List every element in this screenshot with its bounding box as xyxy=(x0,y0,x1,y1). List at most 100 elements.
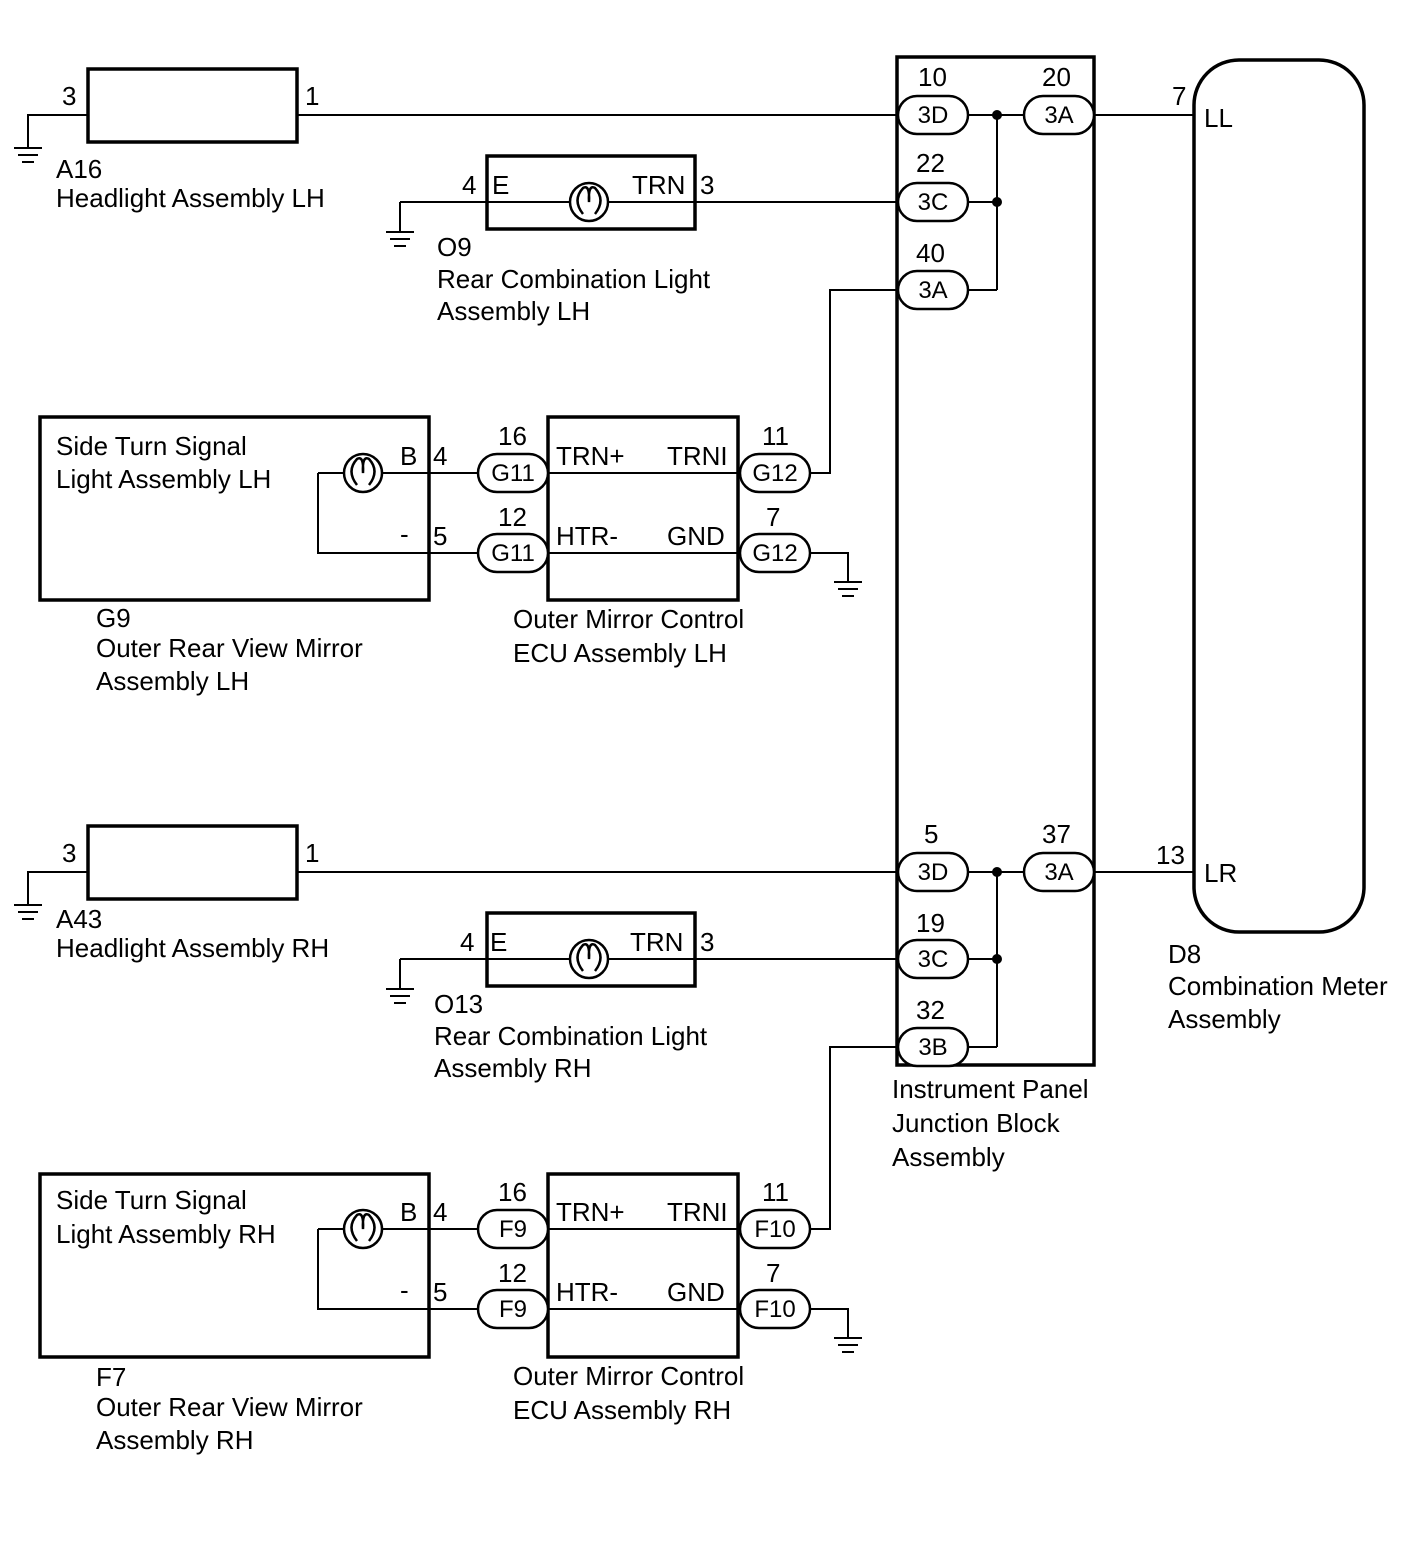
ground-symbols xyxy=(14,147,862,1353)
mirror-rh-box xyxy=(38,1172,431,1359)
junction-dot xyxy=(992,197,1002,207)
connector-pill xyxy=(476,532,550,574)
component-id: A43 xyxy=(56,904,102,934)
terminal-label: HTR- xyxy=(556,521,618,551)
pin-number: 20 xyxy=(1042,62,1071,92)
terminal-label: - xyxy=(400,519,409,549)
connector-pill xyxy=(738,532,812,574)
ground-icon xyxy=(386,231,414,247)
junction-dot xyxy=(992,954,1002,964)
pin-number: 1 xyxy=(305,81,319,111)
bulb-icon xyxy=(342,1208,384,1250)
pin-number: 4 xyxy=(462,170,476,200)
terminal-label: HTR- xyxy=(556,1277,618,1307)
terminal-label: B xyxy=(400,1197,417,1227)
connector-pill xyxy=(1022,851,1096,893)
connector-code: 3A xyxy=(1044,859,1073,886)
ground-icon xyxy=(834,581,862,597)
pin-number: 3 xyxy=(62,81,76,111)
component-id: G9 xyxy=(96,603,131,633)
component-name: ECU Assembly RH xyxy=(513,1395,731,1425)
component-name: Assembly LH xyxy=(437,296,590,326)
connector-code: G11 xyxy=(491,540,535,567)
connector-pill xyxy=(738,452,812,494)
pin-number: 5 xyxy=(433,1277,447,1307)
connector-code: 3D xyxy=(918,102,949,129)
terminal-label: TRN xyxy=(630,927,683,957)
terminal-label: TRNI xyxy=(667,441,728,471)
component-name: Assembly LH xyxy=(96,666,249,696)
junction-block-box xyxy=(895,55,1096,1067)
component-name: Assembly RH xyxy=(96,1425,253,1455)
inner-label: Light Assembly LH xyxy=(56,464,271,494)
rear-light-lh-box xyxy=(485,154,697,231)
ecu-lh-box xyxy=(546,415,740,602)
component-id: F7 xyxy=(96,1362,126,1392)
pin-number: 11 xyxy=(762,421,789,451)
connector-pills xyxy=(476,94,1096,1330)
terminal-label: E xyxy=(490,927,507,957)
component-name: Instrument Panel xyxy=(892,1074,1089,1104)
terminal-label: TRN+ xyxy=(556,441,625,471)
ground-icon xyxy=(14,904,42,920)
pin-number: 37 xyxy=(1042,819,1071,849)
connector-code: G12 xyxy=(752,460,797,487)
pin-number: 3 xyxy=(700,170,714,200)
component-name: Combination Meter xyxy=(1168,971,1388,1001)
terminal-label: GND xyxy=(667,1277,725,1307)
connector-pill xyxy=(476,1288,550,1330)
pin-number: 11 xyxy=(762,1177,789,1207)
connector-pill xyxy=(896,851,970,893)
terminal-label: B xyxy=(400,441,417,471)
connector-code: 3D xyxy=(918,859,949,886)
ground-icon xyxy=(834,1337,862,1353)
connector-pill xyxy=(476,452,550,494)
connector-pill xyxy=(896,269,970,311)
component-name: Junction Block xyxy=(892,1108,1061,1138)
component-name: Outer Rear View Mirror xyxy=(96,1392,363,1422)
component-name: ECU Assembly LH xyxy=(513,638,727,668)
connector-code: F9 xyxy=(499,1216,527,1243)
connector-code: F9 xyxy=(499,1296,527,1323)
pin-number: 1 xyxy=(305,838,319,868)
connector-code: 3A xyxy=(1044,102,1073,129)
component-id: O13 xyxy=(434,989,483,1019)
connector-code: G11 xyxy=(491,460,535,487)
connector-code: 3C xyxy=(918,189,949,216)
rear-light-rh-box xyxy=(485,911,697,988)
junction-dot xyxy=(992,867,1002,877)
terminal-label: GND xyxy=(667,521,725,551)
terminal-label: - xyxy=(400,1275,409,1305)
pin-number: 7 xyxy=(766,502,780,532)
inner-label: Side Turn Signal xyxy=(56,431,247,461)
component-name: Assembly RH xyxy=(434,1053,591,1083)
connector-code: 3A xyxy=(918,277,947,304)
bulb-icon xyxy=(342,452,384,494)
component-name: Outer Rear View Mirror xyxy=(96,633,363,663)
terminal-label: TRNI xyxy=(667,1197,728,1227)
component-name: Assembly xyxy=(892,1142,1005,1172)
connector-code: 3C xyxy=(918,946,949,973)
pin-number: 16 xyxy=(498,1177,527,1207)
bulb-icon xyxy=(568,181,610,223)
pin-number: 12 xyxy=(498,1258,527,1288)
bulb-icon xyxy=(568,938,610,980)
pin-number: 3 xyxy=(700,927,714,957)
ground-icon xyxy=(386,988,414,1004)
component-name: Headlight Assembly RH xyxy=(56,933,329,963)
connector-pill xyxy=(896,181,970,223)
connector-pill xyxy=(476,1208,550,1250)
terminal-label: LR xyxy=(1204,858,1237,888)
mirror-lh-box xyxy=(38,415,431,602)
inner-label: Light Assembly RH xyxy=(56,1219,276,1249)
component-name: Rear Combination Light xyxy=(437,264,711,294)
pin-number: 7 xyxy=(1172,81,1186,111)
connector-pill xyxy=(896,94,970,136)
junction-dot xyxy=(992,110,1002,120)
connector-code: F10 xyxy=(754,1296,795,1323)
terminal-label: LL xyxy=(1204,103,1233,133)
pin-number: 19 xyxy=(916,908,945,938)
pin-number: 40 xyxy=(916,238,945,268)
component-name: Headlight Assembly LH xyxy=(56,183,325,213)
